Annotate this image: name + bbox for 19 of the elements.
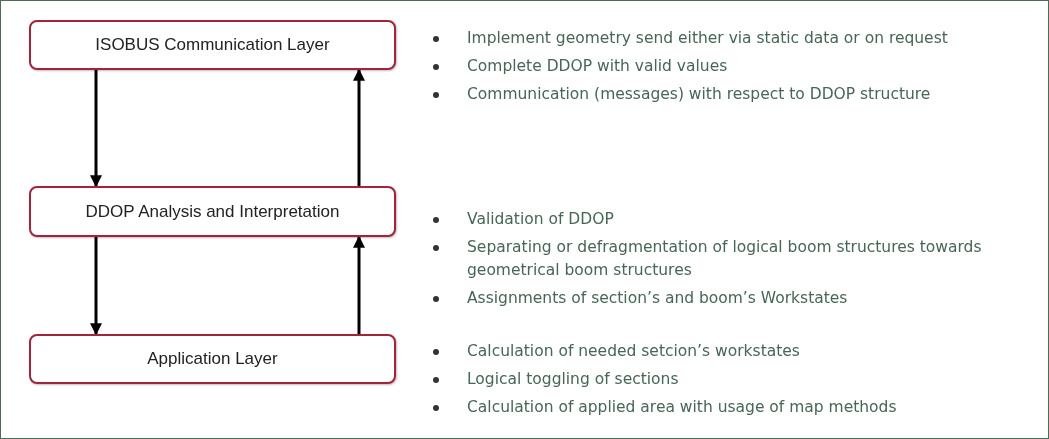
bullet-text: Logical toggling of sections: [467, 370, 679, 388]
arrow: [353, 235, 365, 334]
bullet-text: Calculation of applied area with usage of map methods: [467, 398, 897, 416]
arrow: [90, 70, 102, 188]
layer-box: [29, 186, 396, 237]
layer-box: [29, 20, 396, 70]
bullet-text: Validation of DDOP: [467, 210, 614, 228]
bullet-text: Implement geometry send either via static data or on request: [467, 29, 948, 47]
arrow: [353, 68, 365, 186]
bullet-text: Separating or defragmentation of logical boom structures towards geometrical boom structures: [467, 238, 982, 279]
arrow: [90, 237, 102, 336]
layer-label: ISOBUS Communication Layer: [95, 35, 330, 55]
bullet-text: Assignments of section’s and boom’s Workstates: [467, 289, 848, 307]
layer-box: [29, 334, 396, 384]
layer-label: DDOP Analysis and Interpretation: [85, 201, 340, 222]
bullet-text: Calculation of needed setcion’s workstates: [467, 342, 800, 360]
bullet-text: Communication (messages) with respect to DDOP structure: [467, 85, 931, 103]
layer-label: Application Layer: [147, 349, 278, 369]
bullet-text: Complete DDOP with valid values: [467, 57, 728, 75]
